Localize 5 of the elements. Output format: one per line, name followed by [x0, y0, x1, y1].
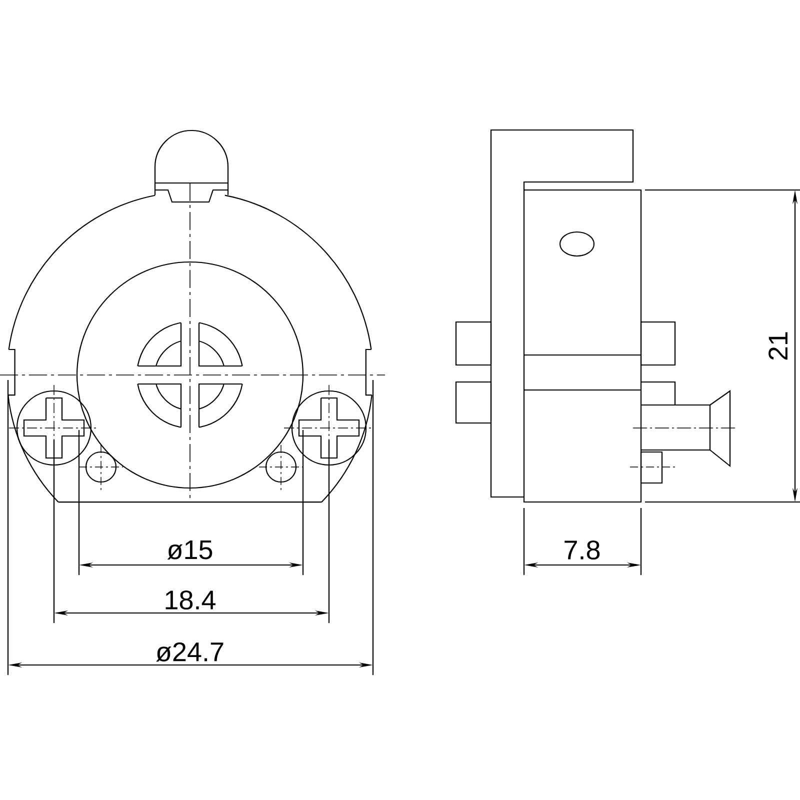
dimension-text: 21	[768, 332, 788, 360]
dimension-text: 7.8	[564, 540, 600, 560]
dimension-text: ø24.7	[156, 642, 224, 662]
dimension-text: ø15	[167, 540, 212, 560]
dimension-text: 18.4	[166, 590, 216, 610]
